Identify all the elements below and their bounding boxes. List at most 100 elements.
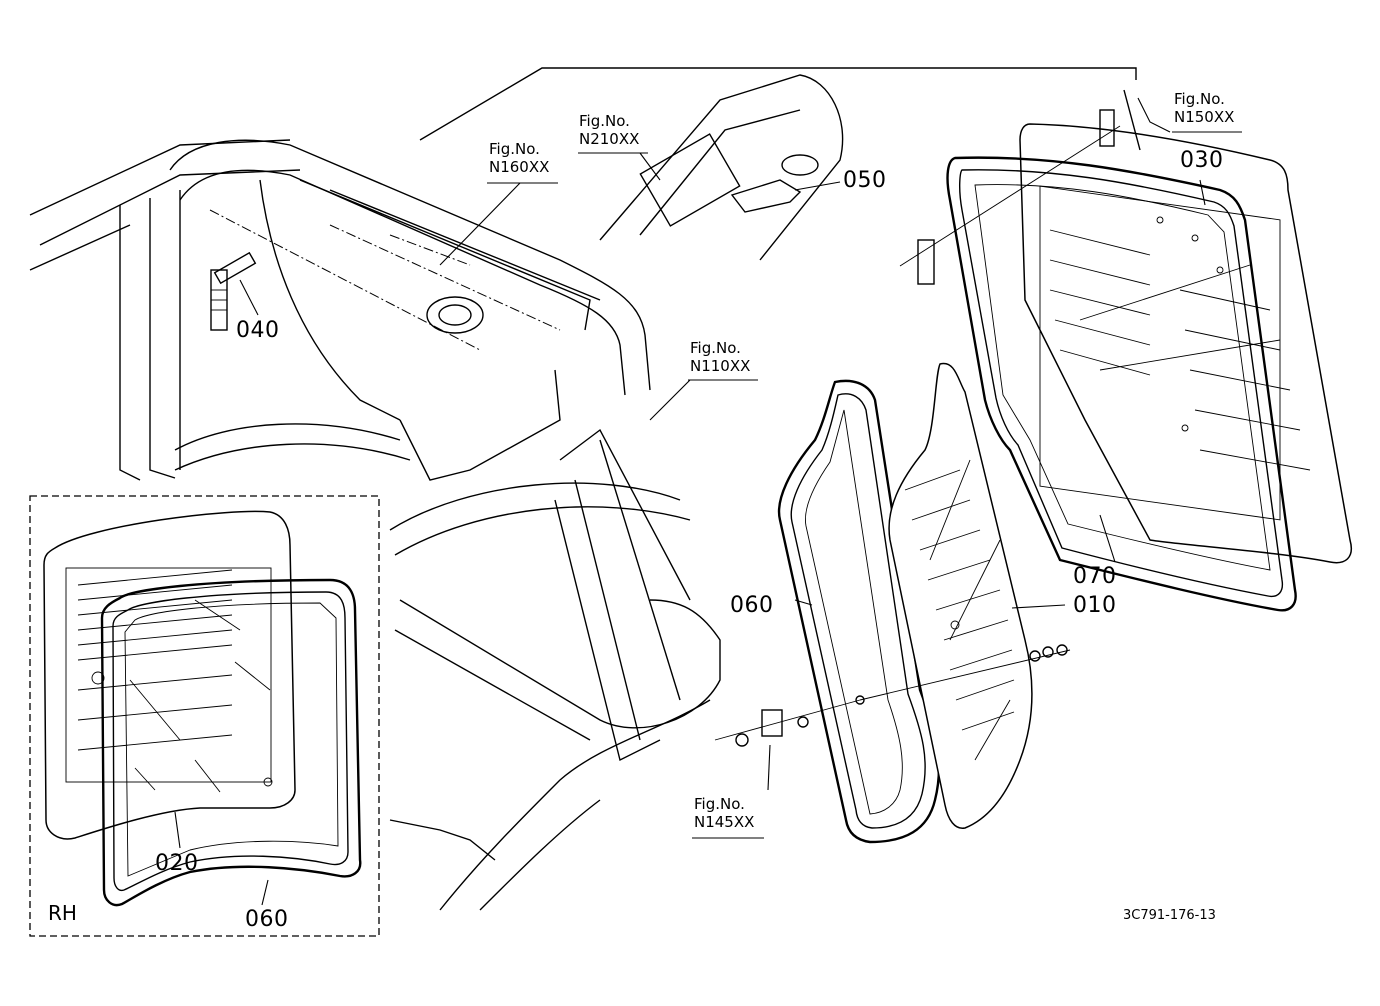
seal-060-inset-inner (112, 591, 349, 892)
rear-panel-edge (259, 179, 401, 421)
fig-ref-n110-line1: Fig.No. (690, 339, 741, 357)
grid-line (77, 644, 233, 661)
seal-060-lip (804, 409, 903, 815)
plate-mount-hole (1191, 234, 1199, 242)
grid-line (911, 499, 971, 521)
plate-010-outline (888, 362, 1033, 829)
console-block (399, 369, 561, 481)
overhead-console-inner (639, 109, 801, 236)
leader-070 (1099, 514, 1116, 563)
reflection-line (129, 679, 181, 741)
grid-line (1179, 289, 1271, 311)
washer (797, 716, 809, 728)
part-label-010: 010 (1073, 593, 1117, 618)
grid-line (955, 679, 1015, 701)
right-pillar-top (559, 428, 691, 601)
grid-line (1189, 369, 1291, 391)
seal-060-inset-outer (100, 578, 362, 907)
rh-inset (29, 495, 380, 937)
grid-line (929, 459, 971, 561)
fig-ref-n145-line1: Fig.No. (694, 795, 745, 813)
plate-mount-hole (1216, 266, 1224, 274)
grid-line (1059, 349, 1151, 376)
part-label-020: 020 (155, 851, 199, 876)
seal-060-inner (790, 393, 926, 829)
floor-rail-inner (479, 799, 601, 911)
rear-plate-020 (43, 510, 296, 840)
fig-ref-n150-line2: N150XX (1174, 108, 1235, 126)
roof-arch-outer (169, 139, 651, 391)
reflection-line (134, 767, 156, 791)
fig-ref-n210: Fig.No. N210XX (579, 112, 639, 148)
leader-060-inset (261, 879, 269, 906)
side-plate-010 (888, 362, 1066, 829)
plate-mount-hole (263, 777, 273, 787)
right-pillar-front (554, 499, 661, 762)
plate-mount-hole (1181, 424, 1189, 432)
hinge-bracket-lower (917, 239, 935, 285)
seal-070-lip (974, 184, 1271, 571)
washer (735, 733, 749, 747)
inset-side-label: RH (48, 901, 77, 925)
roof-reference-line (419, 67, 1137, 141)
reflection-line (194, 599, 241, 631)
mid-beam-inner (394, 506, 691, 556)
nut (1056, 644, 1068, 656)
leader-050 (794, 181, 841, 191)
leader-060-main (794, 599, 813, 606)
seal-070 (946, 156, 1297, 612)
grid-line (77, 614, 233, 631)
inset-frame (29, 495, 380, 937)
seal-070-inner (959, 169, 1284, 598)
seal-060 (777, 379, 941, 844)
plate-030-print-area (1039, 185, 1281, 521)
left-upper-rail-inner (39, 169, 301, 246)
grid-line (1054, 319, 1151, 346)
hinge-pin (1123, 89, 1141, 151)
grid-line (1049, 229, 1151, 256)
grid-line (919, 529, 981, 551)
plate-010-heater-lines (904, 459, 1015, 761)
floor-arch-inner (174, 443, 411, 471)
glass-plate-030 (1019, 123, 1352, 564)
floor-arch (174, 423, 401, 451)
hinge-axis (714, 699, 861, 741)
part-label-050: 050 (843, 168, 887, 193)
lower-frame-inner (394, 629, 591, 741)
grid-line (77, 569, 233, 586)
fig-ref-n150: Fig.No. N150XX (1174, 90, 1234, 126)
plate-mount-hole (1156, 216, 1164, 224)
hinge-axis (859, 649, 1071, 701)
grid-line (974, 699, 1011, 761)
upper-panel-inner (329, 189, 601, 301)
switch-block (639, 133, 741, 227)
fig-ref-n110: Fig.No. N110XX (690, 339, 750, 375)
part-label-060-inset: 060 (245, 907, 289, 932)
reflection-line (234, 661, 271, 691)
seal-060-outer (777, 379, 941, 844)
fig-ref-n110-line2: N110XX (690, 357, 751, 375)
left-rail-stub (29, 224, 131, 271)
left-pillar-rear (149, 198, 176, 479)
leader-010 (1011, 604, 1066, 609)
right-pillar-inner (574, 479, 641, 741)
upper-panel (299, 179, 591, 331)
hinge-pin-040 (213, 251, 257, 285)
grid-line (1194, 409, 1301, 431)
cab-frame (29, 67, 1137, 911)
leader-020 (174, 811, 181, 849)
grid-line (943, 619, 1009, 641)
fig-ref-n210-line2: N210XX (579, 130, 640, 148)
centerline-a (209, 209, 481, 351)
duct-opening (426, 296, 484, 334)
hinge-bracket (1099, 109, 1115, 147)
nut (1042, 646, 1054, 658)
roof-arch-inner (179, 169, 626, 396)
floor-lip (389, 819, 496, 861)
grid-line (935, 589, 1001, 611)
leader-n150 (1137, 97, 1171, 133)
part-label-060-main: 060 (730, 593, 774, 618)
hinge-axis (899, 125, 1121, 267)
inset-window-reflection (129, 599, 271, 793)
